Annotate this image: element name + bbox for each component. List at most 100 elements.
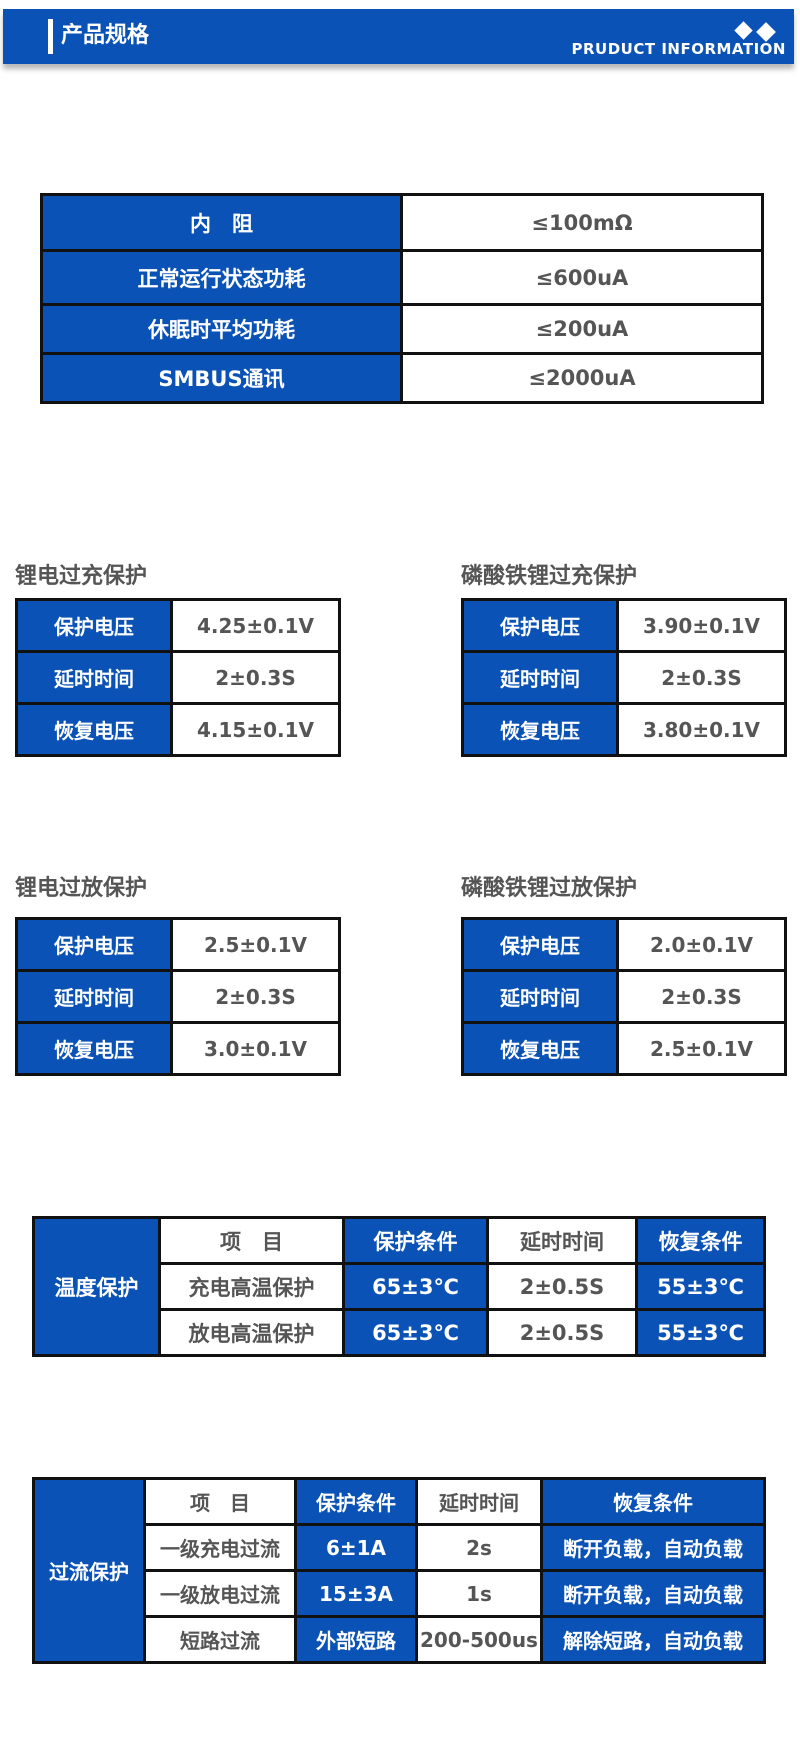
column-header: 恢复条件 bbox=[540, 1477, 766, 1526]
row-label: 延时时间 bbox=[15, 650, 173, 705]
page-title: 产品规格 bbox=[61, 23, 150, 48]
delay-cell: 2s bbox=[415, 1523, 543, 1572]
row-label: 延时时间 bbox=[461, 969, 619, 1024]
table-row: 休眠时平均功耗 ≤200uA bbox=[40, 303, 764, 355]
table-row: 正常运行状态功耗 ≤600uA bbox=[40, 249, 764, 306]
condition-cell: 15±3A bbox=[294, 1569, 418, 1618]
row-value: 2±0.3S bbox=[616, 650, 787, 705]
condition-cell: 6±1A bbox=[294, 1523, 418, 1572]
condition-cell: 65±3℃ bbox=[342, 1262, 489, 1311]
column-header: 项 目 bbox=[143, 1477, 297, 1526]
recovery-cell: 55±3℃ bbox=[635, 1308, 766, 1357]
table-row: 短路过流 外部短路 200-500us 解除短路，自动负载 bbox=[34, 1615, 766, 1664]
row-value: 4.15±0.1V bbox=[170, 702, 341, 757]
row-value: 2±0.3S bbox=[170, 650, 341, 705]
table-row: 放电高温保护 65±3℃ 2±0.5S 55±3℃ bbox=[34, 1308, 766, 1357]
section-title: 磷酸铁锂过充保护 bbox=[461, 564, 638, 589]
item-cell: 放电高温保护 bbox=[158, 1308, 345, 1357]
row-value: 3.0±0.1V bbox=[170, 1021, 341, 1076]
table-row: 内 阻 ≤100mΩ bbox=[40, 193, 764, 252]
column-header: 延时时间 bbox=[486, 1216, 638, 1265]
column-header: 保护条件 bbox=[342, 1216, 489, 1265]
section-title: 磷酸铁锂过放保护 bbox=[461, 876, 638, 901]
row-value: 2±0.3S bbox=[616, 969, 787, 1024]
title-accent-bar bbox=[48, 19, 53, 54]
row-label: 恢复电压 bbox=[461, 702, 619, 757]
item-cell: 一级放电过流 bbox=[143, 1569, 297, 1618]
row-value: ≤2000uA bbox=[400, 352, 764, 404]
overcurrent-protection-table: 过流保护 项 目 保护条件 延时时间 恢复条件 一级充电过流 6±1A 2s 断… bbox=[32, 1477, 766, 1664]
row-value: 2.0±0.1V bbox=[616, 917, 787, 972]
page-subtitle: PRUDUCT INFORMATION bbox=[571, 40, 786, 58]
delay-cell: 200-500us bbox=[415, 1615, 543, 1664]
section-title: 锂电过放保护 bbox=[15, 876, 148, 901]
row-label: SMBUS通讯 bbox=[40, 352, 403, 404]
item-cell: 充电高温保护 bbox=[158, 1262, 345, 1311]
recovery-cell: 55±3℃ bbox=[635, 1262, 766, 1311]
condition-cell: 外部短路 bbox=[294, 1615, 418, 1664]
row-value: 2.5±0.1V bbox=[170, 917, 341, 972]
column-header: 保护条件 bbox=[294, 1477, 418, 1526]
row-value: ≤600uA bbox=[400, 249, 764, 306]
column-header: 项 目 bbox=[158, 1216, 345, 1265]
table-row: SMBUS通讯 ≤2000uA bbox=[40, 352, 764, 404]
temperature-protection-table: 温度保护 项 目 保护条件 延时时间 恢复条件 充电高温保护 65±3℃ 2±0… bbox=[32, 1216, 766, 1357]
row-value: ≤200uA bbox=[400, 303, 764, 355]
condition-cell: 65±3℃ bbox=[342, 1308, 489, 1357]
group-label: 过流保护 bbox=[32, 1477, 146, 1664]
row-label: 恢复电压 bbox=[15, 702, 173, 757]
page-header: 产品规格 PRUDUCT INFORMATION bbox=[3, 9, 794, 64]
row-label: 延时时间 bbox=[15, 969, 173, 1024]
column-header: 恢复条件 bbox=[635, 1216, 766, 1265]
column-header: 延时时间 bbox=[415, 1477, 543, 1526]
delay-cell: 2±0.5S bbox=[486, 1308, 638, 1357]
row-value: 3.90±0.1V bbox=[616, 598, 787, 653]
spec-table: 内 阻 ≤100mΩ 正常运行状态功耗 ≤600uA 休眠时平均功耗 ≤200u… bbox=[40, 193, 764, 404]
table-header-row: 过流保护 项 目 保护条件 延时时间 恢复条件 bbox=[32, 1477, 766, 1664]
delay-cell: 2±0.5S bbox=[486, 1262, 638, 1311]
section-title: 锂电过充保护 bbox=[15, 564, 148, 589]
table-header-row: 温度保护 项 目 保护条件 延时时间 恢复条件 bbox=[32, 1216, 766, 1357]
delay-cell: 1s bbox=[415, 1569, 543, 1618]
row-value: 2.5±0.1V bbox=[616, 1021, 787, 1076]
row-value: 4.25±0.1V bbox=[170, 598, 341, 653]
row-label: 延时时间 bbox=[461, 650, 619, 705]
row-label: 保护电压 bbox=[15, 917, 173, 972]
row-label: 正常运行状态功耗 bbox=[40, 249, 403, 306]
row-label: 保护电压 bbox=[461, 917, 619, 972]
table-row: 一级充电过流 6±1A 2s 断开负载，自动负载 bbox=[34, 1523, 766, 1572]
group-label: 温度保护 bbox=[32, 1216, 161, 1357]
recovery-cell: 解除短路，自动负载 bbox=[540, 1615, 766, 1664]
recovery-cell: 断开负载，自动负载 bbox=[540, 1523, 766, 1572]
row-label: 保护电压 bbox=[15, 598, 173, 653]
row-value: 2±0.3S bbox=[170, 969, 341, 1024]
row-label: 休眠时平均功耗 bbox=[40, 303, 403, 355]
row-value: 3.80±0.1V bbox=[616, 702, 787, 757]
diamond-icon bbox=[734, 21, 753, 40]
recovery-cell: 断开负载，自动负载 bbox=[540, 1569, 766, 1618]
row-label: 内 阻 bbox=[40, 193, 403, 252]
table-row: 一级放电过流 15±3A 1s 断开负载，自动负载 bbox=[34, 1569, 766, 1618]
item-cell: 短路过流 bbox=[143, 1615, 297, 1664]
row-label: 保护电压 bbox=[461, 598, 619, 653]
row-value: ≤100mΩ bbox=[400, 193, 764, 252]
row-label: 恢复电压 bbox=[461, 1021, 619, 1076]
item-cell: 一级充电过流 bbox=[143, 1523, 297, 1572]
row-label: 恢复电压 bbox=[15, 1021, 173, 1076]
